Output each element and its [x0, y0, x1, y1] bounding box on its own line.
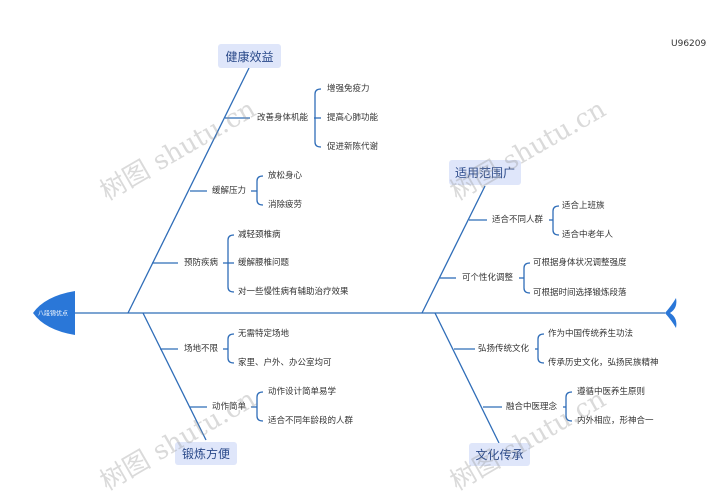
- fish-head-label: 八段锦优点: [38, 310, 69, 318]
- leaf-label: 提高心肺功能: [327, 112, 379, 123]
- branch-bone: [421, 185, 486, 314]
- leaf-label: 促进新陈代谢: [327, 141, 379, 152]
- category-box: 适用范围广: [449, 160, 521, 185]
- leaf-label: 增强免疫力: [327, 83, 370, 94]
- sub-cause-label: 动作简单: [212, 401, 247, 412]
- diagram-code: U9620959: [671, 39, 707, 49]
- leaf-label: 家里、户外、办公室均可: [238, 357, 332, 368]
- leaf-label: 可根据身体状况调整强度: [533, 257, 627, 268]
- bracket: [256, 175, 264, 206]
- leaf-label: 缓解腰椎问题: [238, 257, 290, 268]
- sub-cause-label: 融合中医理念: [506, 401, 558, 412]
- leaf-label: 动作设计简单易学: [268, 386, 337, 397]
- bracket: [227, 333, 235, 364]
- bracket: [552, 205, 560, 236]
- branch-bone: [142, 312, 207, 441]
- sub-cause-label: 预防疾病: [184, 257, 219, 268]
- sub-cause-label: 改善身体机能: [257, 112, 309, 123]
- category-box: 健康效益: [218, 44, 281, 68]
- leaf-label: 作为中国传统养生功法: [548, 328, 634, 339]
- category-box: 文化传承: [469, 443, 530, 466]
- sub-cause-label: 缓解压力: [212, 185, 247, 196]
- bracket: [565, 391, 573, 422]
- sub-cause-label: 适合不同人群: [492, 214, 544, 225]
- leaf-label: 减轻颈椎病: [238, 229, 281, 240]
- leaf-label: 适合上班族: [562, 200, 605, 211]
- branch-bone: [127, 67, 250, 314]
- category-box: 锻炼方便: [175, 442, 237, 465]
- bracket: [256, 391, 264, 422]
- leaf-label: 适合中老年人: [562, 229, 614, 240]
- leaf-label: 内外相应，形神合一: [577, 415, 654, 426]
- branch-bone: [434, 312, 500, 444]
- bracket: [523, 262, 531, 294]
- sub-cause-label: 场地不限: [184, 343, 219, 354]
- bracket: [537, 333, 545, 364]
- sub-cause-label: 弘扬传统文化: [478, 343, 530, 354]
- leaf-label: 无需特定场地: [238, 328, 290, 339]
- fish-tail: [665, 298, 677, 328]
- leaf-label: 消除疲劳: [268, 199, 303, 210]
- leaf-label: 适合不同年龄段的人群: [268, 415, 354, 426]
- leaf-label: 可根据时间选择锻炼段落: [533, 287, 627, 298]
- leaf-label: 传承历史文化，弘扬民族精神: [548, 357, 659, 368]
- leaf-label: 遵循中医养生原则: [577, 386, 646, 397]
- leaf-label: 对一些慢性病有辅助治疗效果: [238, 286, 349, 297]
- fish-head: [33, 291, 75, 335]
- sub-cause-label: 可个性化调整: [462, 272, 514, 283]
- leaf-label: 放松身心: [268, 170, 303, 181]
